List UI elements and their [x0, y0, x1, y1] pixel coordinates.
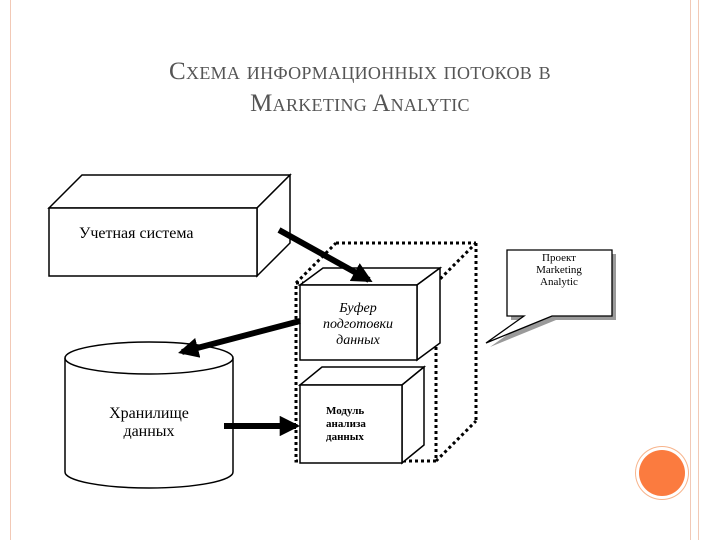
project-callout: Проект Marketing Analytic: [485, 249, 616, 347]
buffer-box: Буфер подготовки данных: [297, 266, 443, 362]
callout-label-2: Marketing: [536, 264, 582, 276]
data-storage-cylinder: Хранилище данных: [64, 341, 234, 489]
slide-frame: [10, 0, 691, 540]
data-storage-label-2: данных: [123, 423, 174, 440]
buffer-label-2: подготовки: [323, 317, 393, 332]
analysis-module-box: Модуль анализа данных: [297, 365, 427, 465]
accounting-system-box: Учетная система: [47, 173, 292, 278]
analysis-module-label-3: данных: [326, 431, 364, 443]
arrow-accounting-to-buffer: [277, 227, 373, 283]
slide-title-line1: Схема информационных потоков в: [169, 58, 551, 85]
callout-label-1: Проект: [542, 252, 576, 264]
project-container: [294, 241, 478, 463]
analysis-module-label-1: Модуль: [326, 405, 364, 417]
callout-label-3: Analytic: [540, 276, 578, 288]
data-storage-label-1: Хранилище: [109, 405, 189, 422]
buffer-label-3: данных: [336, 333, 380, 348]
slide-title-line2: Marketing Analytic: [250, 90, 470, 117]
accent-circle: [639, 450, 685, 496]
slide-edge-strip: [698, 0, 720, 540]
buffer-label-1: Буфер: [338, 301, 376, 316]
accounting-system-label: Учетная система: [79, 225, 193, 242]
analysis-module-label-2: анализа: [326, 418, 366, 430]
arrow-buffer-to-storage: [178, 318, 301, 358]
